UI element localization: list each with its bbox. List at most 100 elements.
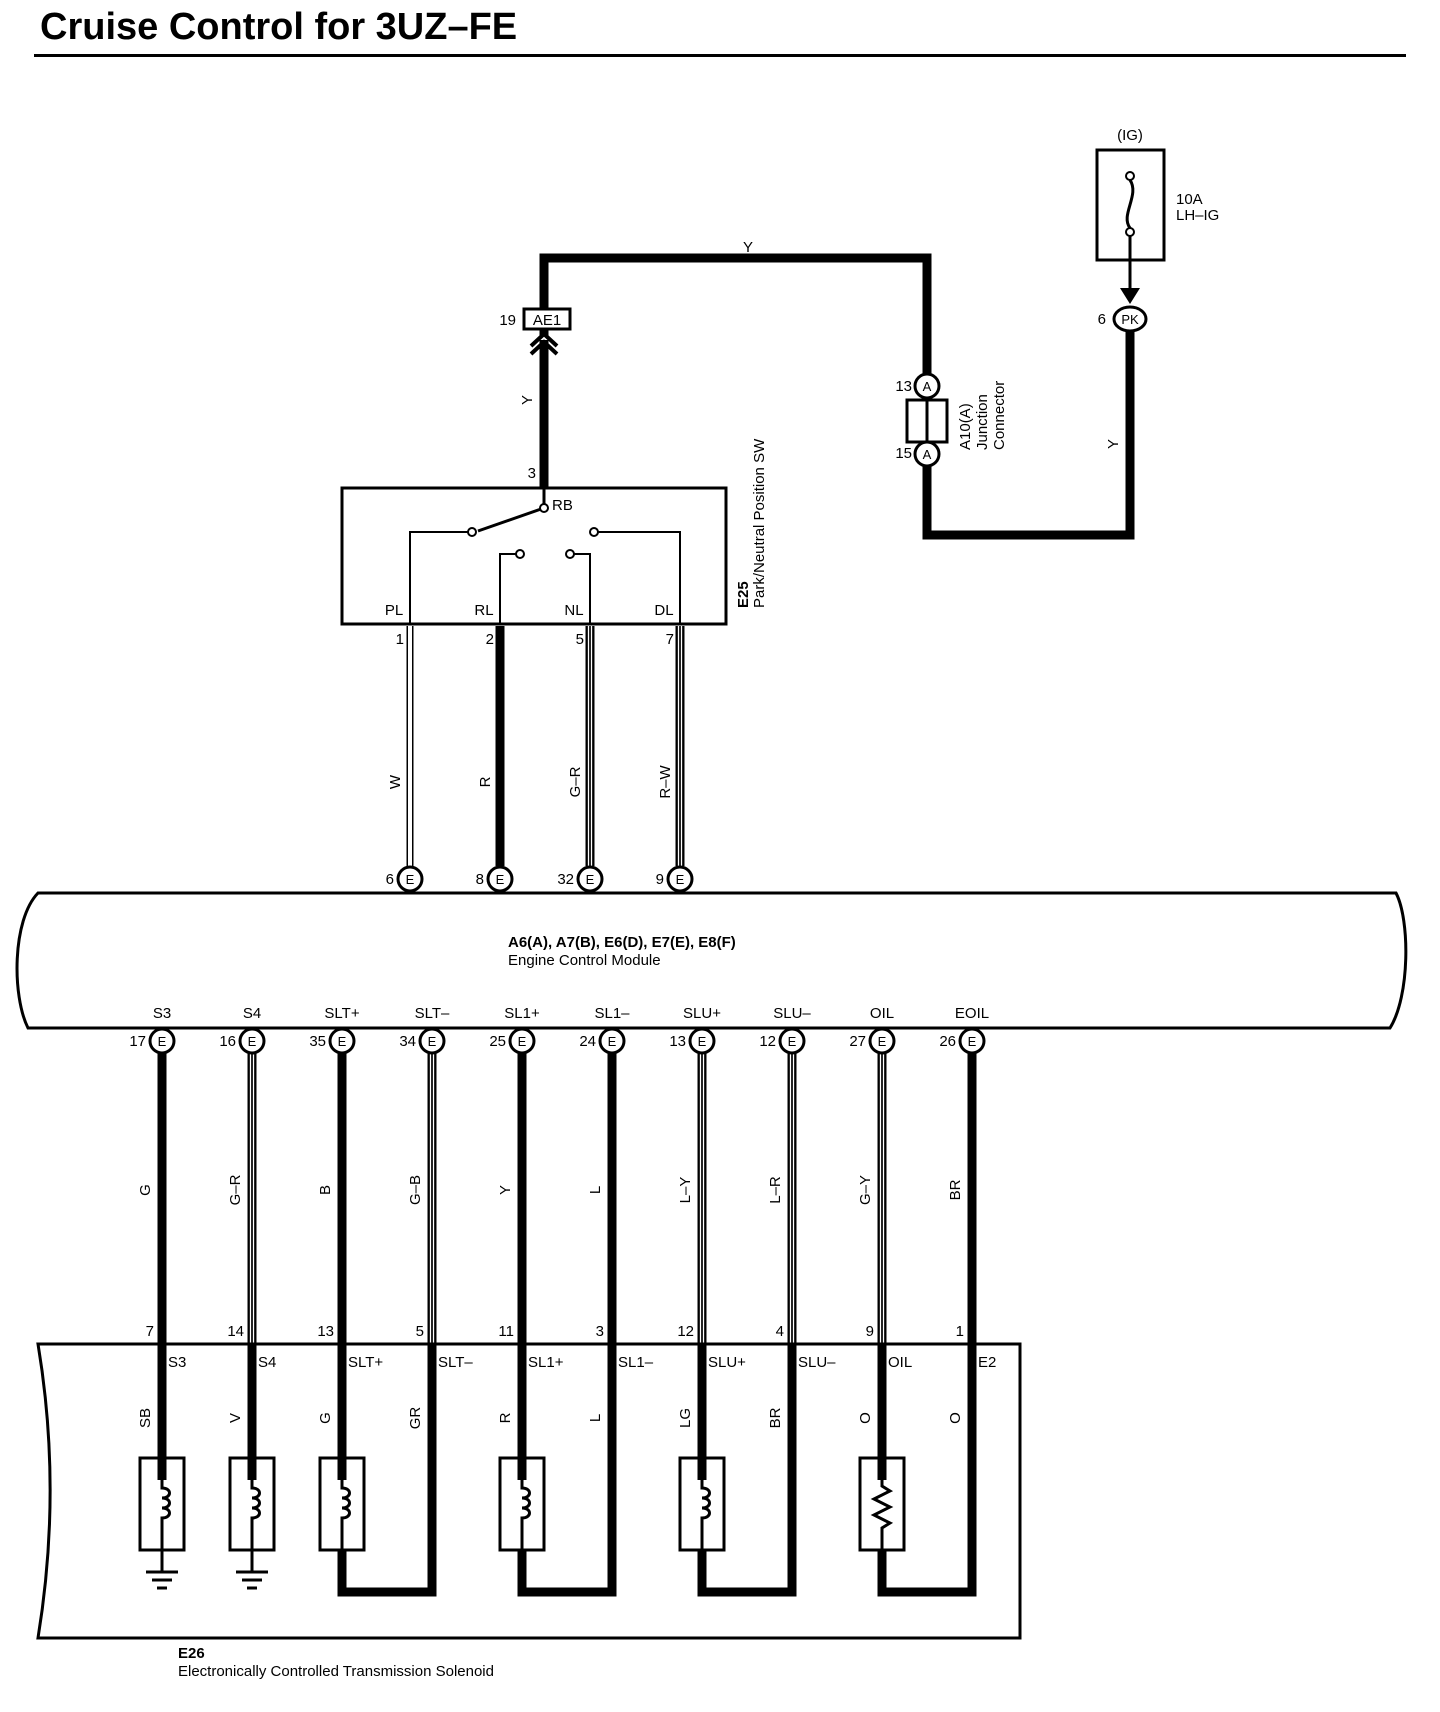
ecm-connector-ring: [576, 865, 604, 893]
coil-icon: [160, 1480, 171, 1532]
ecm-pin-number: 9: [656, 871, 664, 888]
solenoid-inner-color: BR: [767, 1407, 784, 1428]
ecm-connector-ring: [868, 1027, 896, 1055]
lower-wire-color: BR: [947, 1179, 964, 1200]
lead-nl: [574, 553, 591, 624]
solenoid-id: E26: [178, 1645, 205, 1662]
fuse-group: (IG) 10A LH–IG: [1095, 127, 1219, 304]
solenoid-pin-number: 3: [596, 1323, 604, 1340]
switch-blade: [477, 506, 545, 533]
page-title: Cruise Control for 3UZ–FE: [40, 6, 518, 48]
ecm-name: Engine Control Module: [508, 952, 661, 969]
junction-pin-bottom: 15: [895, 445, 912, 462]
contact-r: [515, 549, 525, 559]
switch-terminal-label: RL: [474, 602, 493, 619]
ecm-connector-code: E: [518, 1034, 527, 1049]
solenoid-inner-color: V: [227, 1413, 244, 1423]
transmission-solenoid: E26 Electronically Controlled Transmissi…: [36, 1342, 1022, 1680]
ecm-lower-pin: 26: [939, 1033, 956, 1050]
ecm-connector-ring: [238, 1027, 266, 1055]
junction-pin-top: 13: [895, 378, 912, 395]
ecm-connector-code: E: [496, 872, 505, 887]
solenoid-terminal-label: SLT–: [438, 1354, 473, 1371]
solenoid-slt-return: [337, 1344, 437, 1597]
arrow-down-icon: [1120, 288, 1140, 304]
ecm-pin-number: 6: [386, 871, 394, 888]
ecm-connector-code: E: [406, 872, 415, 887]
solenoid-terminal-label: S4: [258, 1354, 276, 1371]
ecm-lower-label: SLT+: [324, 1005, 359, 1022]
coil-icon: [340, 1480, 351, 1532]
solenoid-inner-color: R: [497, 1412, 514, 1423]
ecm-connector-code: E: [968, 1034, 977, 1049]
ecm-connector-code: E: [586, 872, 595, 887]
solenoid-pin-number: 4: [776, 1323, 784, 1340]
ecm-connectors: A6(A), A7(B), E6(D), E7(E), E8(F): [508, 934, 736, 951]
switch-common-pin: 3: [528, 465, 536, 482]
solenoid-body: [36, 1342, 1022, 1640]
ecm-connector-code: E: [788, 1034, 797, 1049]
junction-ring-bottom: [913, 440, 941, 468]
ecm-lower-pin: 24: [579, 1033, 596, 1050]
solenoid-inner-color: G: [317, 1412, 334, 1424]
fuse-terminal-bottom: [1125, 227, 1135, 237]
ecm-connector-code: E: [608, 1034, 617, 1049]
solenoid-inner-color: O: [857, 1412, 874, 1424]
ecm-lower-pin: 27: [849, 1033, 866, 1050]
switch-terminal-pin: 1: [396, 631, 404, 648]
ecm-connector-ring: [778, 1027, 806, 1055]
solenoid-inner-color: LG: [677, 1408, 694, 1428]
lower-wire-color: L–R: [767, 1176, 784, 1204]
solenoid-pin-number: 14: [227, 1323, 244, 1340]
switch-id: E25: [735, 581, 752, 608]
solenoid-pin-number: 9: [866, 1323, 874, 1340]
solenoid-pin-number: 13: [317, 1323, 334, 1340]
title-rule: [34, 54, 1406, 57]
lower-wire-color: G–R: [227, 1174, 244, 1205]
ecm-body: [15, 891, 1408, 1030]
ecm-lower-label: SLU–: [773, 1005, 811, 1022]
engine-control-module: A6(A), A7(B), E6(D), E7(E), E8(F) Engine…: [15, 891, 1408, 1030]
switch-terminal-pin: 7: [666, 631, 674, 648]
ecm-connector-ring: [486, 865, 514, 893]
fuse-rating: 10A: [1176, 191, 1203, 208]
ecm-lower-pin: 13: [669, 1033, 686, 1050]
solenoid-name: Electronically Controlled Transmission S…: [178, 1663, 494, 1680]
ecm-lower-pin: 16: [219, 1033, 236, 1050]
switch-wire-color: R: [477, 776, 494, 787]
ecm-connector-code: E: [158, 1034, 167, 1049]
switch-terminal-pin: 5: [576, 631, 584, 648]
ae1-connector: 19 AE1: [499, 307, 572, 356]
junction-line2: Connector: [991, 381, 1008, 450]
fuse-element-icon: [1125, 179, 1135, 229]
solenoid-sl1-return: [517, 1344, 617, 1597]
lower-wire-color: G–Y: [857, 1175, 874, 1205]
ecm-connector-ring: [328, 1027, 356, 1055]
solenoid-terminal-label: SLU–: [798, 1354, 836, 1371]
lead-dl: [598, 531, 681, 624]
solenoid-pin-number: 12: [677, 1323, 694, 1340]
solenoid-pin-number: 5: [416, 1323, 424, 1340]
ecm-connector-ring: [418, 1027, 446, 1055]
ecm-pin-number: 8: [476, 871, 484, 888]
solenoid-terminal-label: SL1–: [618, 1354, 654, 1371]
wire-left-riser-color: Y: [519, 395, 536, 405]
lead-pl: [409, 531, 468, 624]
pk-code: PK: [1121, 312, 1139, 327]
ecm-connector-ring: [148, 1027, 176, 1055]
ecm-connector-ring: [958, 1027, 986, 1055]
ecm-connector-ring: [666, 865, 694, 893]
solenoid-inner-color: L: [587, 1414, 604, 1422]
solenoid-terminal-label: SL1+: [528, 1354, 564, 1371]
switch-common-label: RB: [552, 497, 573, 514]
ecm-connector-code: E: [248, 1034, 257, 1049]
solenoid-terminal-label: E2: [978, 1354, 996, 1371]
solenoid-pin-number: 7: [146, 1323, 154, 1340]
ecm-lower-label: S4: [243, 1005, 261, 1022]
junction-connector: 13 A 15 A A10(A) Junction Connector: [895, 372, 1008, 468]
lower-wire-color: G: [137, 1184, 154, 1196]
pk-connector: 6 PK: [1098, 305, 1148, 333]
wire-right-riser-color: Y: [1105, 439, 1122, 449]
